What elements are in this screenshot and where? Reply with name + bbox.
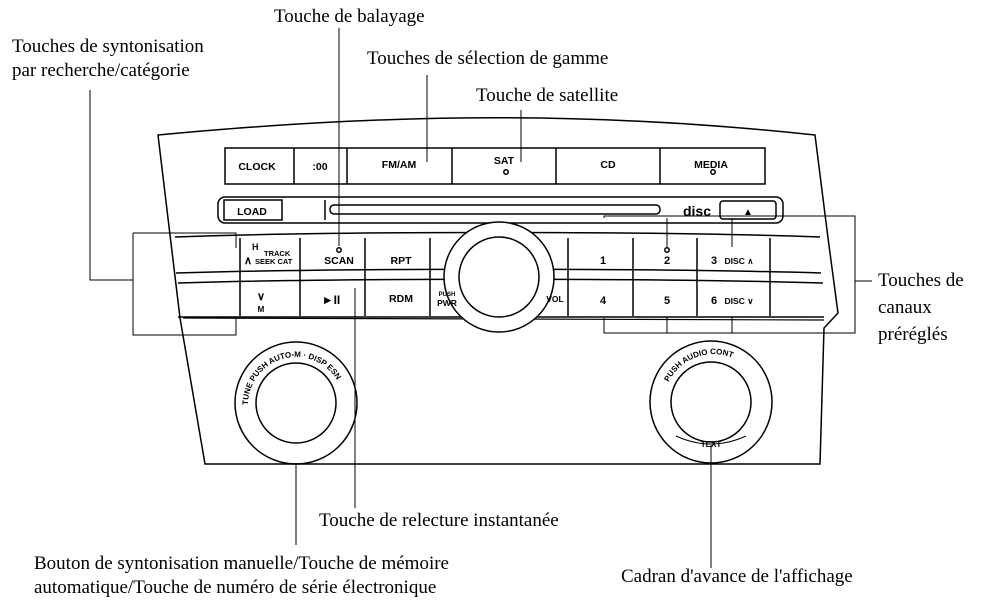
scan-button[interactable]: SCAN bbox=[324, 255, 354, 267]
preset-1-button[interactable]: 1 bbox=[600, 255, 606, 267]
callout-presets: Touches de canaux préréglés bbox=[878, 270, 964, 345]
leader-lines bbox=[89, 28, 872, 568]
cd-button[interactable]: CD bbox=[600, 159, 616, 171]
audio-knob[interactable] bbox=[670, 361, 752, 443]
audio-knob-ring-label: PUSH AUDIO CONT bbox=[662, 347, 734, 383]
eject-button-frame bbox=[719, 200, 777, 220]
sat-button[interactable]: SAT bbox=[494, 155, 515, 167]
callout-manual-tuning: Bouton de syntonisation manuelle/Touche … bbox=[34, 553, 449, 598]
vol-label: VOL bbox=[546, 294, 563, 304]
housing-outline bbox=[157, 117, 839, 465]
callout-satellite: Touche de satellite bbox=[476, 85, 619, 106]
preset-2-button[interactable]: 2 bbox=[664, 255, 670, 267]
clock-button[interactable]: CLOCK bbox=[238, 161, 276, 173]
m-label: M bbox=[258, 305, 265, 314]
callout-display-advance: Cadran d'avance de l'affichage bbox=[621, 566, 853, 587]
eject-icon[interactable]: ▲ bbox=[743, 207, 753, 218]
h-label: H bbox=[252, 242, 259, 252]
preset-4-button[interactable]: 4 bbox=[600, 295, 607, 307]
load-button-frame bbox=[223, 199, 283, 221]
disc-logo: disc bbox=[683, 203, 711, 219]
fmam-button[interactable]: FM/AM bbox=[382, 159, 417, 171]
tune-knob[interactable] bbox=[255, 362, 337, 444]
up-caret-icon[interactable]: ∧ bbox=[244, 255, 252, 267]
preset-3-button[interactable]: 3 bbox=[711, 255, 717, 267]
load-button[interactable]: LOAD bbox=[237, 206, 267, 218]
callout-band: Touches de sélection de gamme bbox=[367, 48, 609, 69]
disc-slot bbox=[329, 204, 661, 215]
volume-knob[interactable] bbox=[458, 236, 540, 318]
pwr-label: PWR bbox=[437, 298, 457, 308]
band-row-frame bbox=[224, 147, 766, 185]
play-pause-button[interactable]: ►II bbox=[322, 293, 341, 307]
callout-scan: Touche de balayage bbox=[274, 6, 425, 27]
down-caret-icon[interactable]: ∨ bbox=[257, 291, 265, 303]
seek-cat-label: SEEK CAT bbox=[255, 257, 293, 266]
text-arrow bbox=[675, 435, 747, 445]
media-button[interactable]: MEDIA bbox=[694, 159, 728, 171]
track-label: TRACK bbox=[264, 249, 291, 258]
preset-5-button[interactable]: 5 bbox=[664, 295, 670, 307]
push-label: PUSH bbox=[439, 292, 456, 298]
disc-up-label: DISC ∧ bbox=[725, 256, 754, 266]
rdm-button[interactable]: RDM bbox=[389, 293, 413, 305]
volume-knob-bezel bbox=[443, 221, 555, 333]
callout-search-category: Touches de syntonisation par recherche/c… bbox=[12, 36, 204, 81]
disc-down-label: DISC ∨ bbox=[725, 296, 754, 306]
callout-instant-replay: Touche de relecture instantanée bbox=[319, 510, 559, 531]
preset-6-button[interactable]: 6 bbox=[711, 295, 717, 307]
rpt-button[interactable]: RPT bbox=[391, 255, 413, 267]
tune-knob-bezel bbox=[234, 341, 358, 465]
zero-button[interactable]: :00 bbox=[312, 161, 327, 173]
